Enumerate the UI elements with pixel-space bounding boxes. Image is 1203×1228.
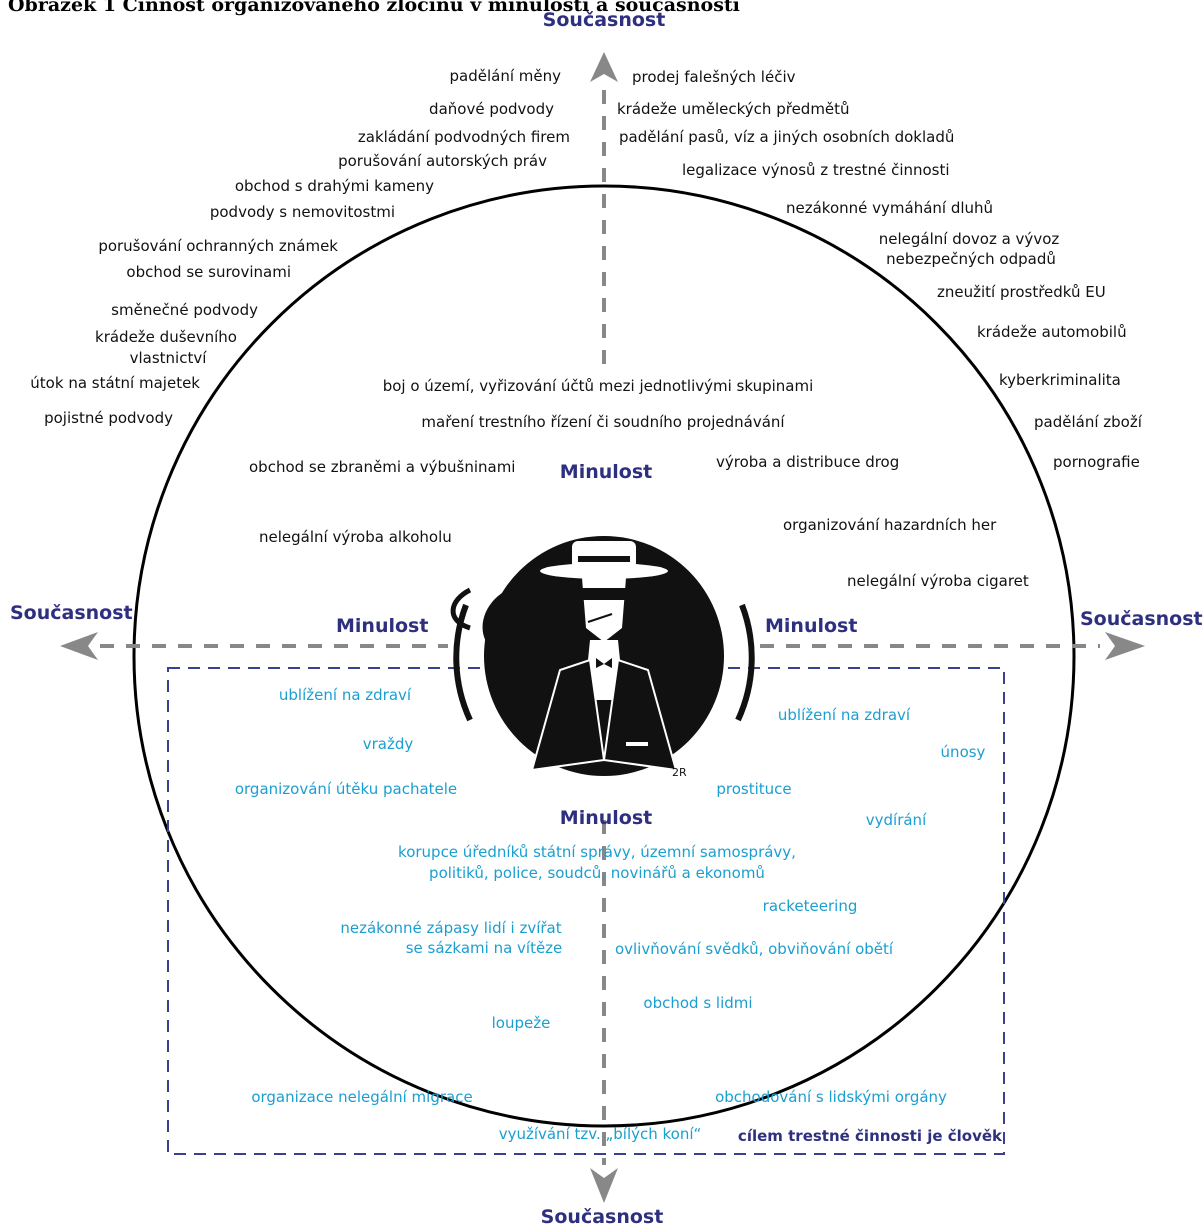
crime-label: zakládání podvodných firem <box>357 128 570 146</box>
crime-label: organizování hazardních her <box>783 516 997 534</box>
person-crime-label: vydírání <box>865 811 927 829</box>
crime-label: nezákonné vymáhání dluhů <box>786 199 994 217</box>
crime-label: boj o území, vyřizování účtů mezi jednot… <box>382 377 814 395</box>
crime-label: pornografie <box>1053 453 1140 471</box>
crime-label: krádeže automobilů <box>977 323 1127 341</box>
person-crime-label: se sázkami na vítěze <box>405 939 563 957</box>
crime-label: krádeže duševního <box>95 328 237 346</box>
person-crime-label: využívání tzv. „bílých koní“ <box>498 1125 702 1143</box>
person-crime-label: nezákonné zápasy lidí i zvířat <box>340 919 562 937</box>
crime-label: porušování ochranných známek <box>98 237 338 255</box>
axis-label-right: Současnost <box>1080 608 1203 630</box>
crime-label: výroba a distribuce drog <box>716 453 900 471</box>
crime-label: vlastnictví <box>129 349 207 367</box>
person-crime-label: prostituce <box>716 780 792 798</box>
artist-signature: 2R <box>672 766 687 779</box>
outer-circle <box>132 184 1076 1128</box>
crime-label: nelegální výroba alkoholu <box>259 528 452 546</box>
inner-label-top: Minulost <box>559 461 653 483</box>
crime-label: obchod s drahými kameny <box>234 177 434 195</box>
arrow-right-icon <box>1105 632 1145 660</box>
person-crime-label: ovlivňování svědků, obviňování obětí <box>614 940 894 958</box>
axis-label-left: Současnost <box>10 602 133 624</box>
person-crime-label: obchodování s lidskými orgány <box>715 1088 947 1106</box>
crime-label: prodej falešných léčiv <box>632 68 796 86</box>
person-crime-label: ublížení na zdraví <box>278 686 412 704</box>
crime-label: směnečné podvody <box>111 301 258 319</box>
crime-label: obchod se surovinami <box>126 263 291 281</box>
person-crime-label: politiků, police, soudců, novinářů a eko… <box>429 864 765 882</box>
gangster-emblem-icon <box>450 536 755 776</box>
crime-label: útok na státní majetek <box>30 374 200 392</box>
arrow-down-icon <box>590 1168 618 1203</box>
person-crime-label: loupeže <box>491 1014 551 1032</box>
crime-label: nelegální dovoz a vývoz <box>878 230 1060 248</box>
person-crime-label: ublížení na zdraví <box>777 706 911 724</box>
arrow-up-icon <box>590 52 618 82</box>
axis-label-top: Současnost <box>542 9 666 31</box>
crime-label: nelegální výroba cigaret <box>847 572 1029 590</box>
person-crime-label: organizování útěku pachatele <box>234 780 458 798</box>
person-crime-label: únosy <box>940 743 986 761</box>
crime-label: krádeže uměleckých předmětů <box>617 100 850 118</box>
crime-label: kyberkriminalita <box>999 371 1121 389</box>
figure-title: Obrázek 1 Činnost organizovaného zločinu… <box>8 0 740 16</box>
person-crime-label: obchod s lidmi <box>643 994 753 1012</box>
person-crime-label: organizace nelegální migrace <box>251 1088 473 1106</box>
crime-label: padělání měny <box>449 67 562 85</box>
person-crime-label: racketeering <box>762 897 858 915</box>
crime-label: padělání zboží <box>1034 413 1142 431</box>
crime-label: daňové podvody <box>429 100 554 118</box>
crime-label: pojistné podvody <box>44 409 173 427</box>
crime-label: zneužití prostředků EU <box>937 283 1106 301</box>
person-crime-label: korupce úředníků státní správy, územní s… <box>398 843 796 861</box>
inner-label-left: Minulost <box>336 615 429 637</box>
inner-label-right: Minulost <box>765 615 858 637</box>
crime-label: maření trestního řízení či soudního proj… <box>421 413 785 431</box>
crime-label: porušování autorských práv <box>338 152 547 170</box>
crime-label: obchod se zbraněmi a výbušninami <box>249 458 516 476</box>
crime-label: nebezpečných odpadů <box>886 250 1056 268</box>
crime-label: padělání pasů, víz a jiných osobních dok… <box>619 128 955 146</box>
axis-label-bottom: Současnost <box>540 1206 664 1228</box>
box-note: cílem trestné činnosti je člověk <box>737 1127 1002 1145</box>
crime-label: legalizace výnosů z trestné činnosti <box>682 161 950 179</box>
person-crimes-box <box>167 667 1005 1155</box>
arrow-left-icon <box>60 632 98 660</box>
crime-label: podvody s nemovitostmi <box>209 203 395 221</box>
inner-label-bottom: Minulost <box>559 807 653 829</box>
person-crime-label: vraždy <box>362 735 414 753</box>
